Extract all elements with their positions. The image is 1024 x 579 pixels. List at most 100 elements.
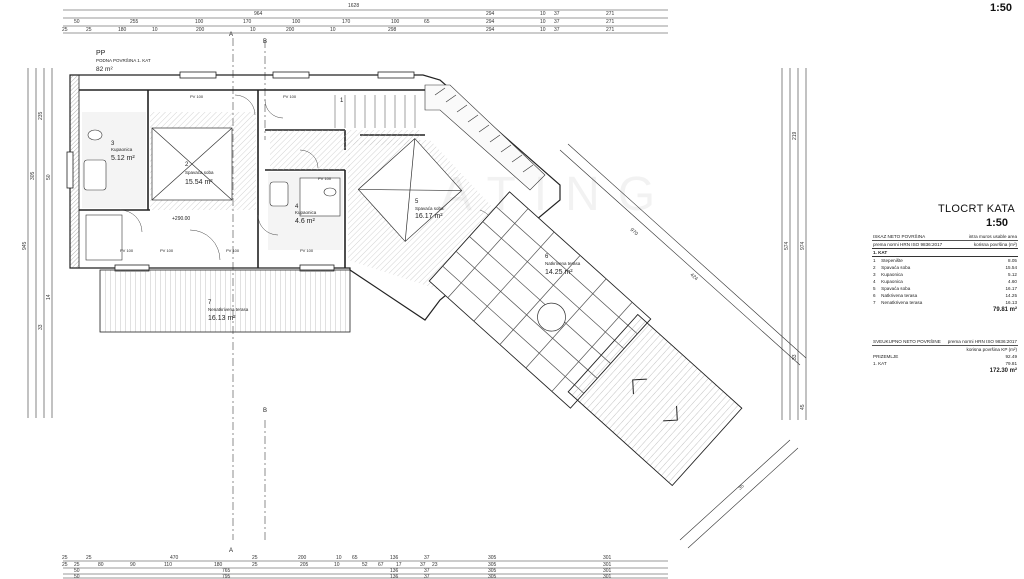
terrace-7-deck: [99, 269, 351, 333]
svg-text:10: 10: [540, 27, 546, 33]
svg-text:180: 180: [118, 27, 127, 33]
svg-text:4: 4: [295, 204, 299, 210]
svg-text:16.13 m²: 16.13 m²: [208, 315, 236, 322]
svg-text:90: 90: [130, 562, 136, 568]
svg-text:50: 50: [74, 568, 80, 574]
svg-text:Kupaonica: Kupaonica: [295, 210, 317, 215]
left-dim-6: 33: [38, 324, 44, 330]
svg-text:10: 10: [540, 11, 546, 17]
svg-text:136: 136: [390, 574, 399, 579]
svg-text:37: 37: [554, 11, 560, 17]
right-dimension-chain: [781, 68, 807, 420]
svg-text:PV 100: PV 100: [318, 176, 332, 181]
svg-text:271: 271: [606, 19, 615, 25]
staircase: [424, 84, 546, 191]
svg-text:6: 6: [545, 254, 549, 260]
svg-text:PV 100: PV 100: [160, 248, 174, 253]
svg-text:25: 25: [62, 562, 68, 568]
hallway-floor: [270, 130, 420, 170]
svg-text:200: 200: [298, 555, 307, 561]
top-dimension-chain: [63, 9, 668, 34]
svg-text:200: 200: [286, 27, 295, 33]
table-col1-head: prema normi HRN ISO 9836:2017: [873, 242, 943, 247]
sheet-scale: 1:50: [989, 2, 1012, 14]
svg-text:2: 2: [185, 162, 189, 168]
svg-text:100: 100: [195, 19, 204, 25]
svg-text:15.54 m²: 15.54 m²: [185, 179, 213, 186]
svg-text:25: 25: [252, 555, 258, 561]
sum-heading: SVEUKUPNO NETO POVRŠINE: [872, 338, 945, 346]
left-dim-4: 50: [46, 174, 52, 180]
bottom-dim-row4: 50 795 136 37 305 301: [74, 574, 612, 579]
table-col2-head: intra muros usable area: [957, 233, 1018, 241]
svg-text:5: 5: [415, 199, 419, 205]
svg-text:10: 10: [250, 27, 256, 33]
room-label-3: 3 Kupaonica 5.12 m²: [111, 141, 135, 162]
table-col3-head: korisna površina (m²): [973, 242, 1017, 247]
table-heading: ISKAZ NETO POVRŠINA: [872, 233, 958, 241]
svg-text:100: 100: [391, 19, 400, 25]
right-dim-3: 974: [800, 241, 806, 250]
svg-text:10: 10: [336, 555, 342, 561]
svg-text:3: 3: [111, 141, 115, 147]
svg-text:294: 294: [486, 27, 495, 33]
grand-total: 172.30 m²: [989, 367, 1017, 374]
bathroom-3-fixtures: [83, 129, 123, 261]
svg-text:37: 37: [424, 555, 430, 561]
svg-text:255: 255: [130, 19, 139, 25]
section-mark-a-bottom: A: [229, 548, 233, 554]
svg-text:110: 110: [164, 562, 172, 568]
diagonal-dimension-chain: [559, 143, 807, 549]
svg-text:37: 37: [420, 562, 426, 568]
diag-dim-1: 970: [629, 227, 639, 237]
svg-text:23: 23: [432, 562, 438, 568]
svg-text:200: 200: [196, 27, 205, 33]
svg-text:16.17 m²: 16.17 m²: [415, 213, 443, 220]
svg-text:7: 7: [208, 300, 212, 306]
exterior-walls: [69, 74, 561, 321]
svg-text:294: 294: [486, 19, 495, 25]
diag-dim-2: 424: [689, 272, 699, 282]
room-label-7: 7 Nenatkrivena terasa 16.13 m²: [208, 300, 249, 322]
svg-text:37: 37: [424, 568, 430, 574]
svg-text:25: 25: [74, 562, 80, 568]
bottom-dim-row2: 25 25 80 90 110 180 25 205 10 52 67 17 3…: [62, 562, 612, 568]
svg-text:964: 964: [254, 11, 263, 17]
level-mark: +290.00: [172, 216, 190, 222]
right-dim-4: 33: [792, 354, 798, 360]
terrace-6-pergola: [428, 191, 652, 409]
svg-text:25: 25: [252, 562, 258, 568]
svg-text:301: 301: [603, 574, 612, 579]
svg-text:170: 170: [342, 19, 351, 25]
right-dim-1: 219: [792, 131, 798, 140]
svg-text:52: 52: [362, 562, 368, 568]
svg-text:14.25 m²: 14.25 m²: [545, 269, 573, 276]
svg-text:10: 10: [152, 27, 158, 33]
svg-text:100: 100: [292, 19, 301, 25]
svg-text:301: 301: [603, 555, 612, 561]
room-label-6: 6 Natkrivena terasa 14.25 m²: [545, 254, 581, 276]
svg-text:80: 80: [98, 562, 104, 568]
svg-text:Spavaća soba: Spavaća soba: [415, 206, 444, 211]
svg-text:17: 17: [396, 562, 402, 568]
stair-flight-upper: [334, 95, 416, 128]
svg-text:25: 25: [62, 27, 68, 33]
bed-room-2: [151, 127, 233, 201]
svg-text:305: 305: [488, 574, 497, 579]
svg-text:765: 765: [222, 568, 231, 574]
opening-tags: PV 100 PV 100 PV 100 PV 100 PV 100 PV 10…: [120, 94, 332, 253]
svg-text:1: 1: [340, 98, 344, 104]
pp-subtitle: PODNA POVRŠINA 1. KAT: [96, 57, 151, 63]
total-area-table: SVEUKUPNO NETO POVRŠINE prema normi HRN …: [872, 338, 1018, 374]
left-dim-2: 305: [30, 171, 36, 180]
bed-room-5: [357, 138, 463, 242]
room-label-5: 5 Spavaća soba 16.17 m²: [415, 199, 444, 220]
svg-text:67: 67: [378, 562, 384, 568]
svg-text:PV 100: PV 100: [226, 248, 240, 253]
svg-text:5.12 m²: 5.12 m²: [111, 155, 135, 162]
svg-text:136: 136: [390, 568, 399, 574]
